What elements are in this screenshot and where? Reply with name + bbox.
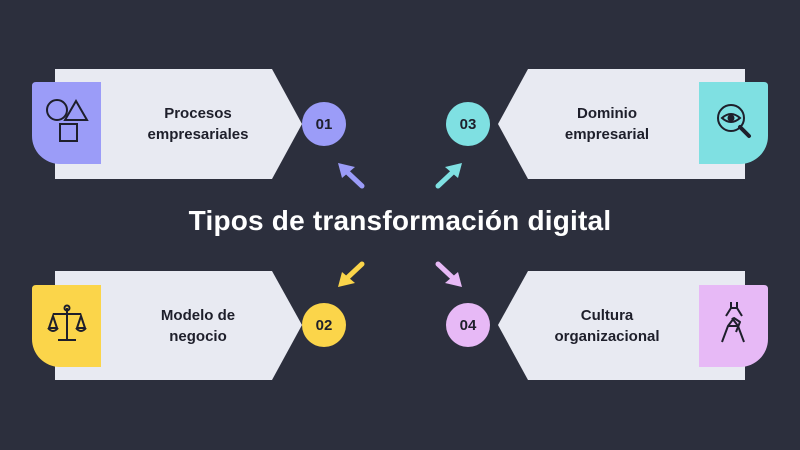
card-procesos-empresariales <box>32 69 302 179</box>
number-badge-01: 01 <box>302 102 346 146</box>
number-badge-04: 04 <box>446 303 490 347</box>
magnifier-eye-icon <box>717 104 751 138</box>
arrow-to-02 <box>338 261 365 287</box>
card-label-04: Cultura organizacional <box>527 305 687 347</box>
card-label-03-line1: Dominio <box>577 105 637 122</box>
arrow-to-03 <box>435 163 462 189</box>
number-badge-02: 02 <box>302 303 346 347</box>
card-label-03-line2: empresarial <box>564 126 650 143</box>
card-label-04-line1: Cultura <box>580 307 634 324</box>
card-label-02: Modelo de negocio <box>118 305 278 347</box>
diagram-title: Tipos de transformación digital <box>188 205 612 236</box>
arrow-to-01 <box>338 163 365 189</box>
card-label-02-line2: negocio <box>169 328 227 345</box>
card-label-04-line2: organizacional <box>554 328 660 345</box>
hands-together-icon <box>721 302 745 343</box>
card-label-02-line1: Modelo de <box>160 307 236 324</box>
icon-badge-03 <box>699 82 768 164</box>
scales-icon <box>47 304 87 341</box>
shapes-icon <box>46 99 89 142</box>
card-cultura-organizacional <box>498 271 768 380</box>
card-label-01-line1: Procesos <box>164 105 232 122</box>
card-modelo-de-negocio <box>32 271 302 380</box>
number-badge-03: 03 <box>446 102 490 146</box>
arrow-to-04 <box>435 261 462 287</box>
card-label-01-line2: empresariales <box>147 126 249 143</box>
card-label-03: Dominio empresarial <box>527 103 687 145</box>
card-label-01: Procesos empresariales <box>118 103 278 145</box>
card-dominio-empresarial <box>498 69 768 179</box>
